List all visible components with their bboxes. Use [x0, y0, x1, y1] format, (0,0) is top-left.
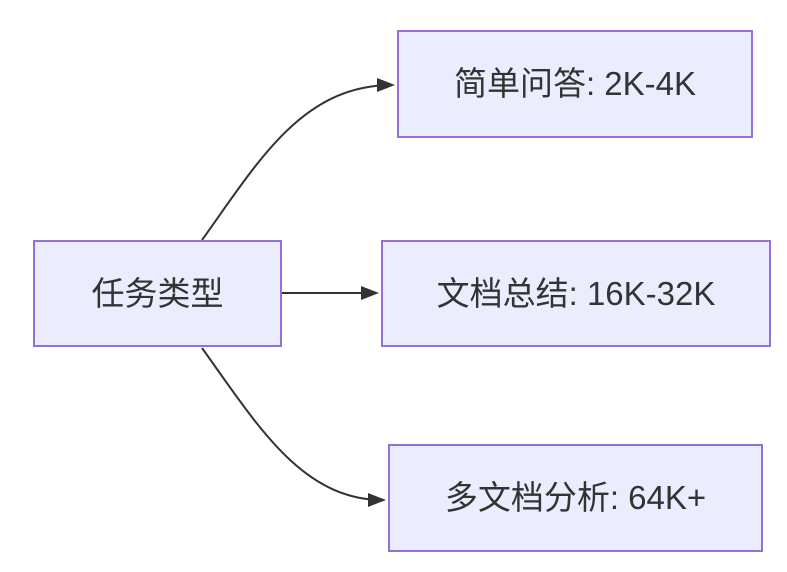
node-multi-doc: 多文档分析: 64K+	[388, 444, 763, 552]
edge-root-to-simple-qa	[201, 78, 395, 241]
node-doc-summary-label: 文档总结: 16K-32K	[436, 274, 716, 312]
node-doc-summary: 文档总结: 16K-32K	[381, 240, 771, 347]
edge-root-to-multi-doc	[201, 347, 386, 507]
node-task-type: 任务类型	[33, 240, 282, 347]
node-task-type-label: 任务类型	[91, 274, 224, 312]
node-multi-doc-label: 多文档分析: 64K+	[444, 479, 707, 517]
node-simple-qa: 简单问答: 2K-4K	[397, 30, 753, 138]
node-simple-qa-label: 简单问答: 2K-4K	[453, 65, 697, 103]
